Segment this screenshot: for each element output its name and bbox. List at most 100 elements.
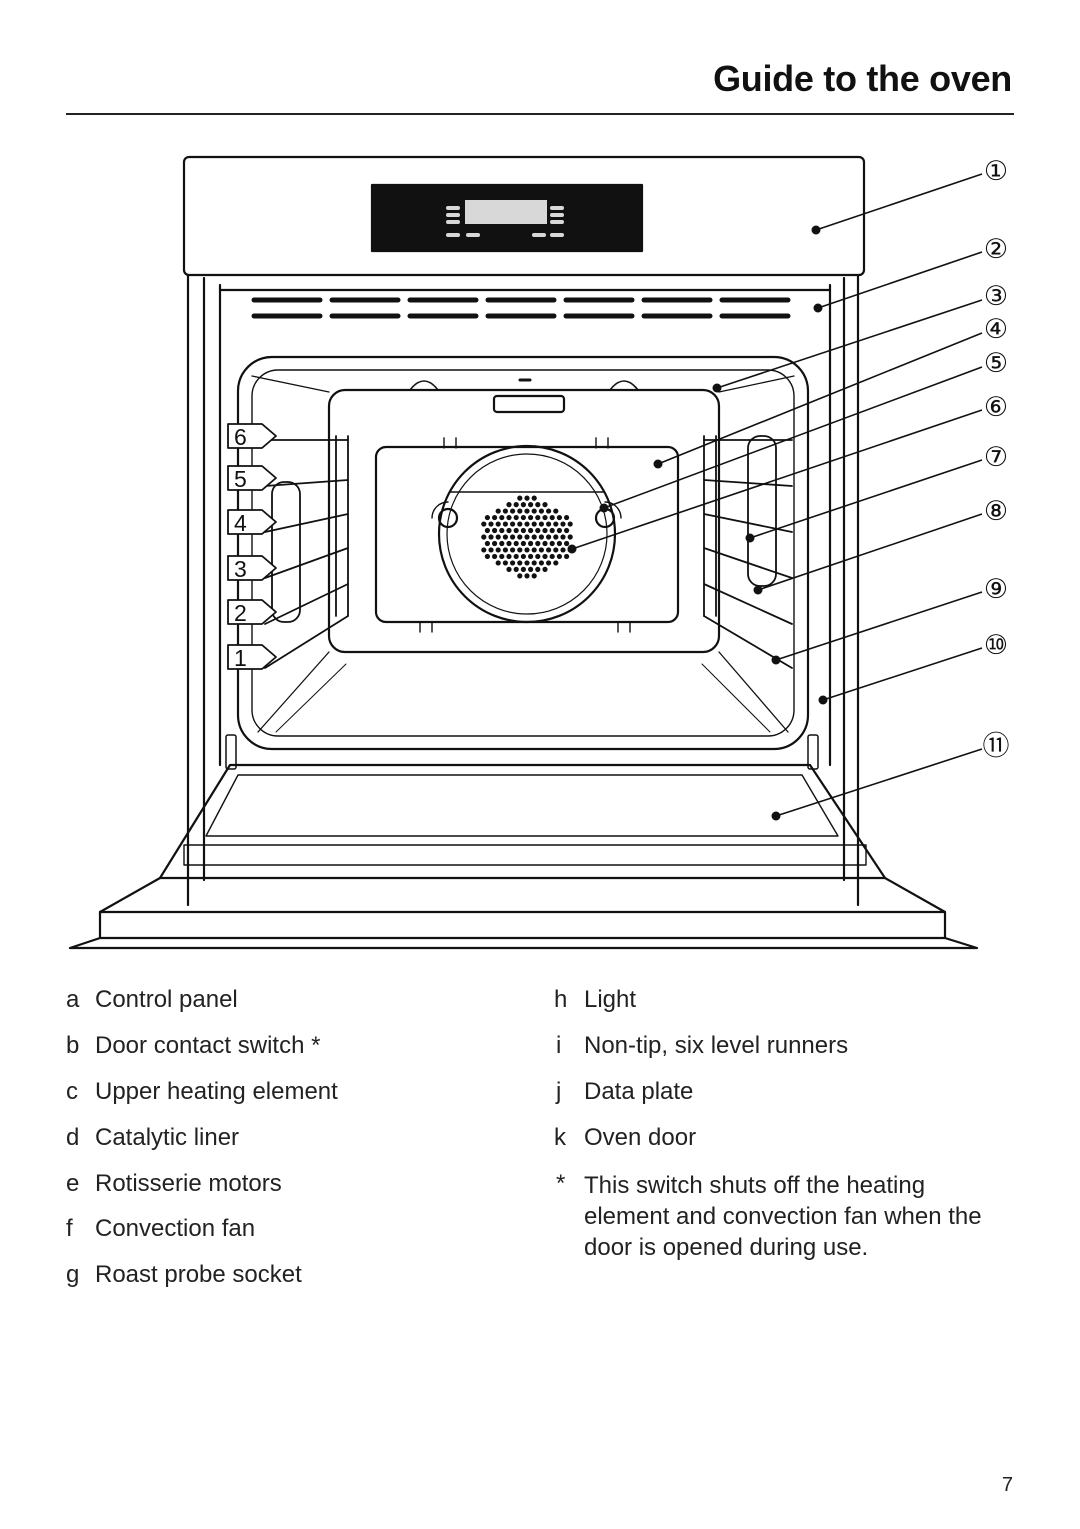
fan-hole [524, 495, 530, 501]
fan-hole [513, 514, 519, 521]
fan-hole [517, 508, 523, 514]
fan-hole [538, 534, 545, 540]
fan-hole [567, 534, 573, 540]
callout-5: ⑤ [984, 348, 1008, 378]
legend-text: Convection fan [95, 1215, 256, 1242]
fan-hole [560, 534, 566, 540]
fan-hole [495, 547, 501, 553]
fan-hole [495, 508, 501, 514]
legend-text: Control panel [95, 986, 238, 1013]
fan-hole [509, 560, 516, 566]
fan-hole [502, 547, 508, 553]
legend-letter: k [554, 1124, 566, 1151]
fan-hole [528, 566, 534, 573]
fan-hole [492, 514, 498, 521]
fan-hole [509, 521, 516, 527]
legend-letter: i [556, 1032, 562, 1059]
fan-hole [520, 540, 527, 547]
control-panel-housing [182, 155, 866, 277]
left-runners [264, 435, 349, 669]
fan-hole [506, 514, 512, 521]
fan-hole [484, 540, 490, 547]
callout-3: ③ [984, 281, 1008, 311]
fan-hole [509, 547, 516, 553]
fan-hole [542, 540, 548, 547]
callout-1: ① [984, 156, 1008, 186]
fan-hole [531, 508, 537, 514]
fan-hole [556, 514, 563, 521]
fan-hole [520, 514, 527, 521]
fan-hole [520, 502, 527, 508]
fan-hole [492, 540, 498, 547]
header-rule [66, 113, 1014, 115]
legend-left: a Control panel b Door contact switch * … [66, 986, 526, 1296]
fan-hole [560, 547, 566, 553]
shelf-level-1: 1 [234, 645, 247, 671]
fan-hole [509, 534, 516, 540]
fan-hole [556, 527, 563, 534]
fan-hole [546, 560, 552, 566]
oven-diagram: 6 5 4 3 2 1 ① ② ③ ④ ⑤ ⑥ ⑦ ⑧ ⑨ ⑩ ⑪ [68, 155, 1010, 950]
fan-hole [535, 566, 541, 573]
footnote-symbol: * [556, 1170, 566, 1197]
fan-hole [502, 560, 508, 566]
legend-text: Upper heating element [95, 1078, 338, 1105]
callout-4: ④ [984, 314, 1008, 344]
vent-slots [251, 297, 791, 319]
fan-hole [531, 534, 537, 540]
fan-hole [488, 521, 494, 527]
legend-text: Light [584, 986, 637, 1013]
fan-hole [528, 502, 534, 508]
fan-hole [553, 560, 559, 566]
fan-hole [567, 521, 573, 527]
fan-hole [564, 540, 570, 547]
fan-hole [513, 540, 519, 547]
fan-hole [535, 502, 541, 508]
fan-hole [520, 553, 527, 560]
footnote-text: This switch shuts off the heating elemen… [584, 1172, 982, 1261]
fan-hole [492, 553, 498, 560]
fan-hole [542, 553, 548, 560]
callout-8: ⑧ [984, 496, 1008, 526]
fan-hole [517, 521, 523, 527]
fan-hole [564, 527, 570, 534]
fan-hole [524, 560, 530, 566]
fan-hole [484, 514, 490, 521]
oven-cavity [236, 355, 810, 751]
fan-hole [517, 534, 523, 540]
fan-hole [546, 547, 552, 553]
shelf-level-6: 6 [234, 424, 247, 450]
fan-hole [488, 547, 494, 553]
fan-hole [502, 534, 508, 540]
fan-hole [484, 527, 490, 534]
fan-hole [538, 508, 545, 514]
legend-text: Door contact switch * [95, 1032, 321, 1059]
fan-hole [528, 540, 534, 547]
right-runners [703, 435, 793, 669]
fan-hole [535, 527, 541, 534]
fan-hole [524, 534, 530, 540]
callout-lines [571, 173, 983, 817]
fan-hole [549, 553, 555, 560]
fan-hole [481, 521, 487, 527]
callout-7: ⑦ [984, 442, 1008, 472]
fan-hole [488, 534, 494, 540]
fan-hole [484, 553, 490, 560]
fan-hole [524, 573, 530, 579]
fan-hole [556, 540, 563, 547]
shelf-level-2: 2 [234, 600, 247, 626]
fan-hole [513, 527, 519, 534]
fan-hole [528, 527, 534, 534]
fan-hole [549, 527, 555, 534]
fan-hole [506, 566, 512, 573]
fan-hole [531, 521, 537, 527]
shelf-level-5: 5 [234, 466, 247, 492]
fan-hole [513, 566, 519, 573]
fan-hole [535, 514, 541, 521]
fan-hole [560, 521, 566, 527]
legend-letter: b [66, 1032, 80, 1059]
fan-hole [499, 514, 505, 521]
legend-letter: f [66, 1215, 73, 1242]
legend-letter: d [66, 1124, 80, 1151]
fan-hole [506, 553, 512, 560]
